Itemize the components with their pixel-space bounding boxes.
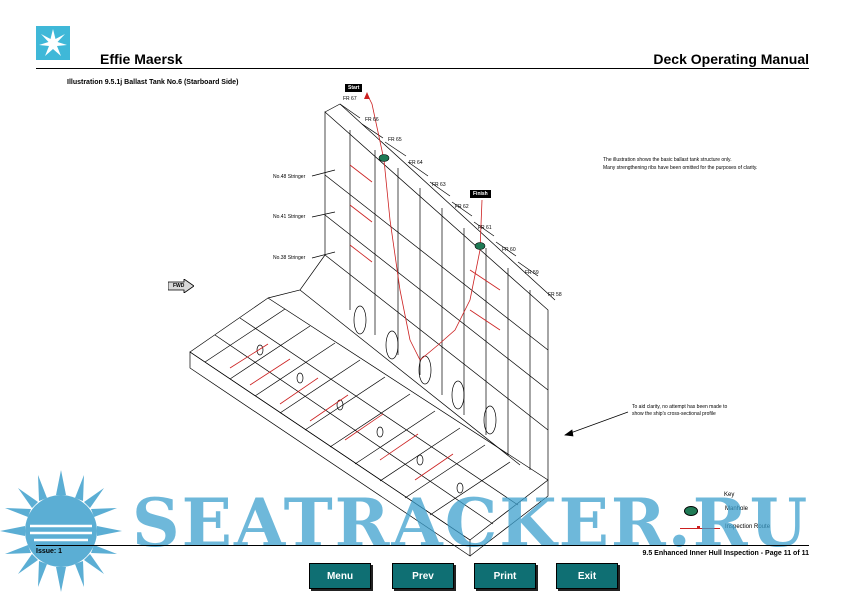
footer-divider bbox=[36, 545, 809, 546]
finish-label: Finish bbox=[470, 190, 491, 198]
menu-button[interactable]: Menu bbox=[309, 563, 371, 589]
exit-button[interactable]: Exit bbox=[556, 563, 618, 589]
stringer-label: No.38 Stringer bbox=[273, 255, 306, 261]
frame-label: FR 60 bbox=[502, 247, 516, 253]
manhole-lower bbox=[474, 242, 486, 250]
structure-note: The illustration shows the basic ballast… bbox=[603, 156, 793, 172]
cross-section-note-line: To aid clarity, no attempt has been made… bbox=[632, 404, 728, 410]
stringer-label: No.48 Stringer bbox=[273, 174, 306, 180]
frame-label: FR 67 bbox=[343, 96, 357, 102]
illustration-title: Illustration 9.5.1j Ballast Tank No.6 (S… bbox=[67, 79, 239, 86]
frame-label: FR 59 bbox=[525, 270, 539, 276]
tank-bottom-outline bbox=[189, 297, 549, 541]
forward-label: FWD bbox=[173, 283, 185, 289]
manhole-icon bbox=[684, 506, 698, 516]
inspection-route bbox=[229, 93, 501, 481]
cross-section-note-line: show the ship's cross-sectional profile bbox=[632, 411, 716, 417]
stringer-label: No.41 Stringer bbox=[273, 214, 306, 220]
route-line-icon bbox=[680, 528, 720, 529]
manual-title: Deck Operating Manual bbox=[653, 51, 809, 67]
ship-name: Effie Maersk bbox=[100, 51, 183, 67]
frame-label: FR 65 bbox=[388, 137, 402, 143]
prev-button[interactable]: Prev bbox=[392, 563, 454, 589]
key-title: Key bbox=[724, 492, 735, 498]
maersk-logo bbox=[36, 26, 70, 60]
frame-label: FR 63 bbox=[432, 182, 446, 188]
frame-label: FR 66 bbox=[365, 117, 379, 123]
manhole-upper bbox=[378, 154, 390, 162]
forward-arrow-icon bbox=[168, 279, 194, 293]
maersk-star-icon bbox=[39, 29, 67, 56]
header-divider bbox=[36, 68, 809, 69]
frame-label: FR 64 bbox=[409, 160, 423, 166]
structure-note-line: Many strengthening ribs have been omitte… bbox=[603, 165, 758, 171]
issue-number: Issue: 1 bbox=[36, 548, 63, 555]
route-dot-icon bbox=[697, 526, 700, 529]
key-manhole-label: Manhole bbox=[725, 506, 749, 512]
key-route-label: Inspection Route bbox=[725, 524, 771, 530]
frame-label: FR 62 bbox=[455, 204, 469, 210]
start-label: Start bbox=[345, 84, 363, 92]
frame-label: FR 61 bbox=[478, 225, 492, 231]
page-info: 9.5 Enhanced Inner Hull Inspection - Pag… bbox=[642, 550, 810, 557]
structure-note-line: The illustration shows the basic ballast… bbox=[603, 157, 732, 163]
frame-label: FR 58 bbox=[548, 292, 562, 298]
print-button[interactable]: Print bbox=[474, 563, 536, 589]
cross-section-note: To aid clarity, no attempt has been made… bbox=[632, 404, 752, 418]
